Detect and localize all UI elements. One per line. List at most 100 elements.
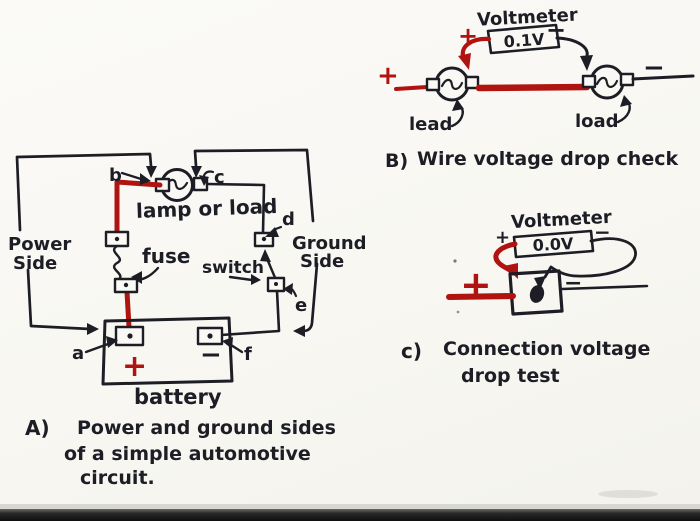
arrow-right-to-battery-icon (87, 323, 99, 335)
voltmeter-b-negative-lead (555, 36, 593, 71)
c-arrow-head (199, 175, 209, 186)
point-b-label: b (109, 165, 122, 186)
c-connection-blob (529, 285, 545, 303)
b-arrow-head (140, 173, 151, 185)
battery-case (101, 316, 234, 386)
voltmeter-c-reading: 0.0V (532, 234, 574, 255)
voltmeter-b-reading: 0.1V (503, 30, 546, 52)
point-e-arrow-icon (283, 283, 298, 298)
caption-b: B) Wire voltage drop check (385, 148, 678, 172)
caption-c-line1: Connection voltage (443, 338, 650, 360)
c-black-lead-arrow-icon (534, 276, 546, 290)
battery-negative-dot (207, 333, 213, 339)
arrow-left-to-battery-icon (293, 325, 305, 337)
b-red-lead-arrow-icon (458, 53, 471, 70)
power-wire-top-left (15, 152, 153, 232)
b-lead-arrow-icon (450, 99, 464, 128)
point-b-arrow-icon (120, 171, 151, 185)
ground-side-label-line1: Ground (292, 233, 367, 254)
b-black-lead-arrow-icon (580, 55, 593, 71)
voltmeter-c-body: 0.0V + − (495, 220, 611, 259)
switch-arrow-head (251, 274, 261, 285)
diagram-c-connection-voltage-drop: Voltmeter 0.0V + − + − c) Connection vol… (401, 207, 650, 387)
ground-side-outer-wire (191, 148, 319, 337)
b-tested-red-wire (475, 83, 591, 92)
scan-edge-shadow (0, 504, 700, 509)
fuse-terminal-bottom-dot (123, 282, 129, 288)
voltmeter-c-plus-sign: + (495, 227, 510, 248)
b-left-connector-terminal-right (464, 75, 480, 90)
point-c-label: c (214, 167, 225, 188)
ground-wire-top-right (193, 148, 315, 223)
caption-b-text: Wire voltage drop check (417, 148, 678, 170)
voltmeter-c-box (512, 229, 595, 259)
caption-b-prefix: B) (385, 150, 408, 172)
b-left-connector (425, 66, 480, 102)
b-black-lead-wire (555, 36, 589, 58)
b-lead-arrow-head (452, 99, 464, 111)
point-a-label: a (72, 343, 84, 364)
red-wire-lamp-to-fuse (114, 179, 163, 235)
caption-a-line2: of a simple automotive (64, 443, 311, 465)
battery-minus-sign: − (200, 340, 222, 370)
b-right-connector-squiggle (595, 76, 619, 88)
c-black-supply-wire (560, 284, 649, 291)
b-black-stub-wire (631, 74, 695, 81)
battery-positive-dot (127, 333, 133, 339)
b-right-connector (581, 64, 635, 100)
fuse-element-zigzag (113, 244, 122, 282)
diagram-a-simple-circuit: lamp or load fuse (8, 148, 367, 489)
b-load-arrow-head (620, 95, 632, 107)
c-black-lead-wire (543, 237, 637, 279)
fuse-callout-arrow-icon (131, 266, 160, 284)
f-arrow-head (222, 337, 233, 349)
caption-a: A) Power and ground sides of a simple au… (25, 416, 336, 489)
switch-symbol (253, 231, 286, 293)
a-arrow-shaft (84, 342, 110, 354)
point-a-arrow-icon (84, 336, 118, 354)
switch-arrow-shaft (228, 275, 254, 282)
scan-edge-dark-strip (0, 509, 700, 521)
switch-terminal-d-dot (261, 236, 267, 242)
switch-label: switch (202, 258, 264, 278)
battery-plus-sign: + (122, 349, 147, 384)
c-supply-plus-sign: + (460, 263, 492, 307)
scan-speck (456, 310, 460, 314)
fuse-terminal-top-dot (114, 236, 120, 242)
b-left-connector-terminal-left (425, 77, 441, 92)
caption-a-prefix: A) (25, 416, 50, 440)
b-arrow-shaft (120, 171, 143, 181)
switch-blade-arrow-icon (260, 249, 271, 262)
power-side-label-line1: Power (8, 234, 71, 255)
voltmeter-b-box (486, 23, 561, 55)
e-arrow-head (283, 283, 293, 295)
caption-c-line2: drop test (461, 365, 560, 387)
c-supply-minus-sign: − (564, 271, 582, 296)
inner-wire-lamp-to-switch (205, 182, 266, 235)
c-connection-block (508, 269, 564, 316)
caption-a-line1: Power and ground sides (77, 417, 336, 439)
voltmeter-b-body: 0.1V + − (458, 16, 566, 55)
f-arrow-shaft (229, 343, 244, 354)
scan-speck (453, 259, 457, 263)
a-arrow-head (106, 336, 118, 348)
voltmeter-c-negative-lead (534, 237, 637, 290)
fuse-symbol (104, 230, 139, 294)
power-side-outer-wire (15, 152, 157, 335)
lamp-label: lamp or load (136, 194, 278, 223)
point-d-label: d (282, 209, 295, 230)
caption-c-prefix: c) (401, 339, 422, 363)
scan-artifacts (0, 259, 700, 521)
b-lead-label: lead (409, 114, 452, 135)
ground-side-label-line2: Side (300, 251, 344, 272)
point-d-arrow-icon (265, 225, 283, 237)
fuse-label: fuse (142, 244, 190, 268)
inner-wire-switch-to-battery (219, 289, 281, 337)
power-side-label-line2: Side (13, 253, 57, 274)
fuse-arrow-head (131, 271, 142, 284)
voltmeter-b-positive-lead (458, 36, 492, 70)
b-red-lead-wire (460, 36, 492, 59)
b-supply-plus-sign: + (377, 61, 399, 91)
